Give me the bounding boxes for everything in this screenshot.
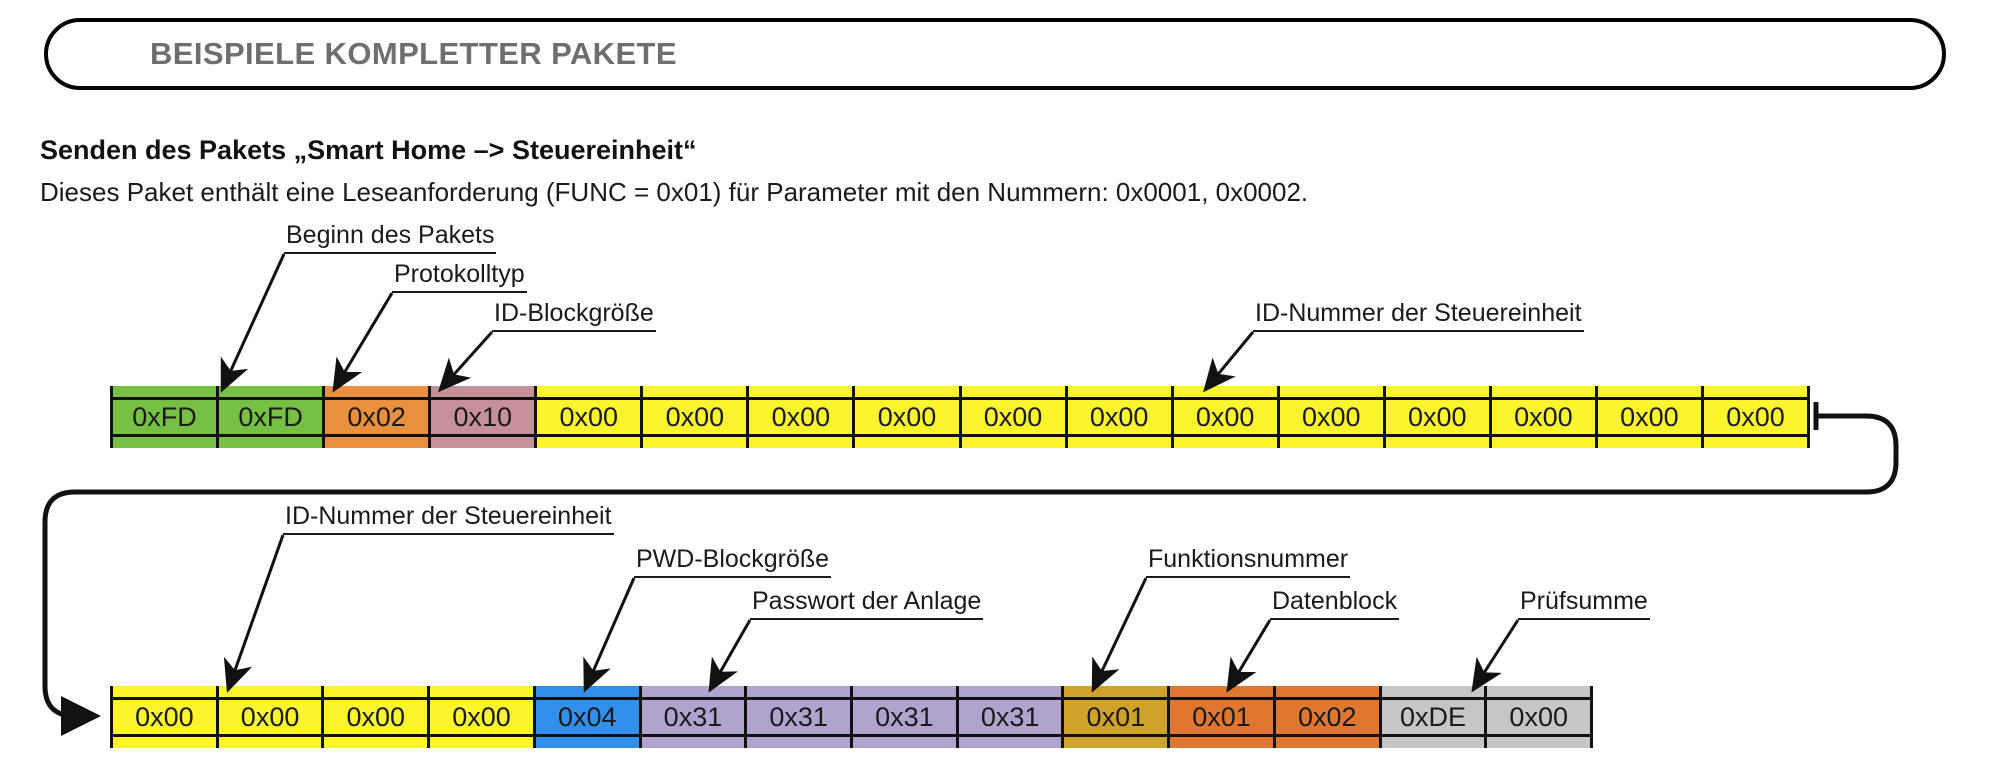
packet-byte-value: 0x31 — [875, 701, 934, 732]
packet-byte-value: 0x01 — [1192, 701, 1251, 732]
packet-byte-value: 0x00 — [452, 701, 511, 732]
packet-byte: 0x31 — [958, 686, 1065, 748]
callout-beginn-des-pakets: Beginn des Pakets — [284, 221, 497, 254]
packet-byte-value: 0xFD — [132, 401, 197, 432]
packet-byte-value: 0xFD — [238, 401, 303, 432]
packet-byte: 0x31 — [747, 686, 854, 748]
packet-byte-value: 0x00 — [1514, 401, 1573, 432]
callout-protokolltyp: Protokolltyp — [392, 260, 527, 293]
leader-pwd-blockgroesse — [583, 577, 636, 693]
packet-byte-value: 0xDE — [1399, 701, 1466, 732]
callout-label: ID-Blockgröße — [492, 299, 656, 332]
packet-byte: 0x00 — [961, 386, 1068, 448]
packet-byte: 0x00 — [430, 686, 536, 748]
packet-row-2: 0x00 0x00 0x00 0x00 0x04 0x31 0x31 0x31 0x31 0x01… — [110, 686, 1594, 748]
packet-byte: 0x00 — [324, 686, 431, 748]
packet-byte-value: 0x00 — [1509, 701, 1568, 732]
packet-byte: 0x02 — [1275, 686, 1382, 748]
packet-byte-value: 0x00 — [1301, 401, 1361, 432]
packet-byte: 0x31 — [641, 686, 748, 748]
callout-label: Prüfsumme — [1518, 587, 1650, 620]
packet-byte: 0x00 — [1385, 386, 1492, 448]
leader-datenblock — [1226, 619, 1272, 693]
callout-pwd-blockgroesse: PWD-Blockgröße — [634, 545, 832, 578]
packet-byte-value: 0x02 — [1297, 701, 1357, 732]
packet-byte-value: 0x00 — [240, 701, 300, 732]
packet-byte: 0x00 — [1173, 386, 1280, 448]
banner-title: BEISPIELE KOMPLETTER PAKETE — [150, 36, 677, 71]
callout-id-nummer-row2: ID-Nummer der Steuereinheit — [283, 502, 614, 535]
packet-byte: 0x00 — [1597, 386, 1704, 448]
packet-byte-value: 0x00 — [346, 701, 406, 732]
packet-byte-value: 0x31 — [769, 701, 828, 732]
packet-byte: 0x00 — [110, 686, 219, 748]
packet-byte-value: 0x00 — [135, 701, 194, 732]
packet-byte: 0x01 — [1170, 686, 1276, 748]
packet-byte: 0x00 — [1491, 386, 1598, 448]
packet-byte-value: 0x00 — [559, 401, 619, 432]
packet-byte: 0x10 — [431, 386, 538, 448]
callout-passwort-der-anlage: Passwort der Anlage — [750, 587, 984, 620]
packet-subtitle: Senden des Pakets „Smart Home –> Steuere… — [40, 135, 697, 165]
packet-byte: 0xFD — [110, 386, 220, 448]
callout-label: Funktionsnummer — [1146, 545, 1351, 578]
row-wrap-connector — [42, 413, 1899, 736]
packet-byte: 0x00 — [1703, 386, 1810, 448]
packet-byte-value: 0x00 — [1620, 401, 1679, 432]
callout-id-blockgroesse: ID-Blockgröße — [492, 299, 656, 332]
leader-funktionsnummer — [1091, 577, 1148, 693]
packet-byte-value: 0x00 — [983, 401, 1043, 432]
callout-funktionsnummer: Funktionsnummer — [1146, 545, 1351, 578]
packet-byte-value: 0x02 — [347, 401, 406, 432]
leader-id-nummer-row2 — [223, 534, 285, 693]
leader-beginn-des-pakets — [220, 253, 286, 393]
packet-byte-value: 0x00 — [1195, 401, 1255, 432]
packet-byte-value: 0x01 — [1086, 701, 1146, 732]
packet-byte: 0x00 — [749, 386, 856, 448]
leader-pruefsumme — [1471, 619, 1520, 693]
packet-byte: 0x00 — [1487, 686, 1594, 748]
packet-byte: 0x00 — [643, 386, 750, 448]
packet-row-1: 0xFD 0xFD 0x02 0x10 0x00 0x00 0x00 0x00 0x00 0x00… — [110, 386, 1810, 448]
packet-byte-value: 0x00 — [1089, 401, 1149, 432]
callout-id-nummer-row1: ID-Nummer der Steuereinheit — [1253, 299, 1584, 332]
packet-byte: 0xDE — [1381, 686, 1488, 748]
callout-label: Protokolltyp — [392, 260, 527, 293]
packet-byte: 0x02 — [325, 386, 432, 448]
packet-description: Dieses Paket enthält eine Leseanforderun… — [40, 177, 1309, 207]
packet-byte-value: 0x00 — [877, 401, 937, 432]
packet-byte: 0x31 — [853, 686, 959, 748]
packet-byte-value: 0x00 — [771, 401, 831, 432]
section-banner — [44, 18, 1946, 90]
packet-byte: 0x00 — [537, 386, 644, 448]
callout-label: Datenblock — [1270, 587, 1400, 620]
leader-id-nummer-row1 — [1203, 331, 1255, 393]
leader-passwort-der-anlage — [708, 619, 752, 693]
packet-byte: 0x00 — [1067, 386, 1174, 448]
packet-byte: 0xFD — [219, 386, 326, 448]
packet-byte: 0x04 — [535, 686, 642, 748]
callout-label: Passwort der Anlage — [750, 587, 984, 620]
packet-byte-value: 0x10 — [453, 401, 512, 432]
packet-byte: 0x01 — [1064, 686, 1171, 748]
packet-byte-value: 0x00 — [665, 401, 725, 432]
leader-protokolltyp — [332, 292, 394, 393]
callout-label: ID-Nummer der Steuereinheit — [283, 502, 614, 535]
packet-byte: 0x00 — [1279, 386, 1386, 448]
packet-byte-value: 0x31 — [663, 701, 723, 732]
packet-byte-value: 0x04 — [557, 701, 617, 732]
packet-byte: 0x00 — [218, 686, 325, 748]
callout-label: PWD-Blockgröße — [634, 545, 832, 578]
packet-byte: 0x00 — [855, 386, 962, 448]
callout-label: Beginn des Pakets — [284, 221, 497, 254]
callout-datenblock: Datenblock — [1270, 587, 1400, 620]
callout-label: ID-Nummer der Steuereinheit — [1253, 299, 1584, 332]
callout-pruefsumme: Prüfsumme — [1518, 587, 1650, 620]
packet-byte-value: 0x00 — [1726, 401, 1785, 432]
packet-byte-value: 0x00 — [1408, 401, 1467, 432]
leader-id-blockgroesse — [437, 330, 494, 393]
packet-byte-value: 0x31 — [980, 701, 1040, 732]
